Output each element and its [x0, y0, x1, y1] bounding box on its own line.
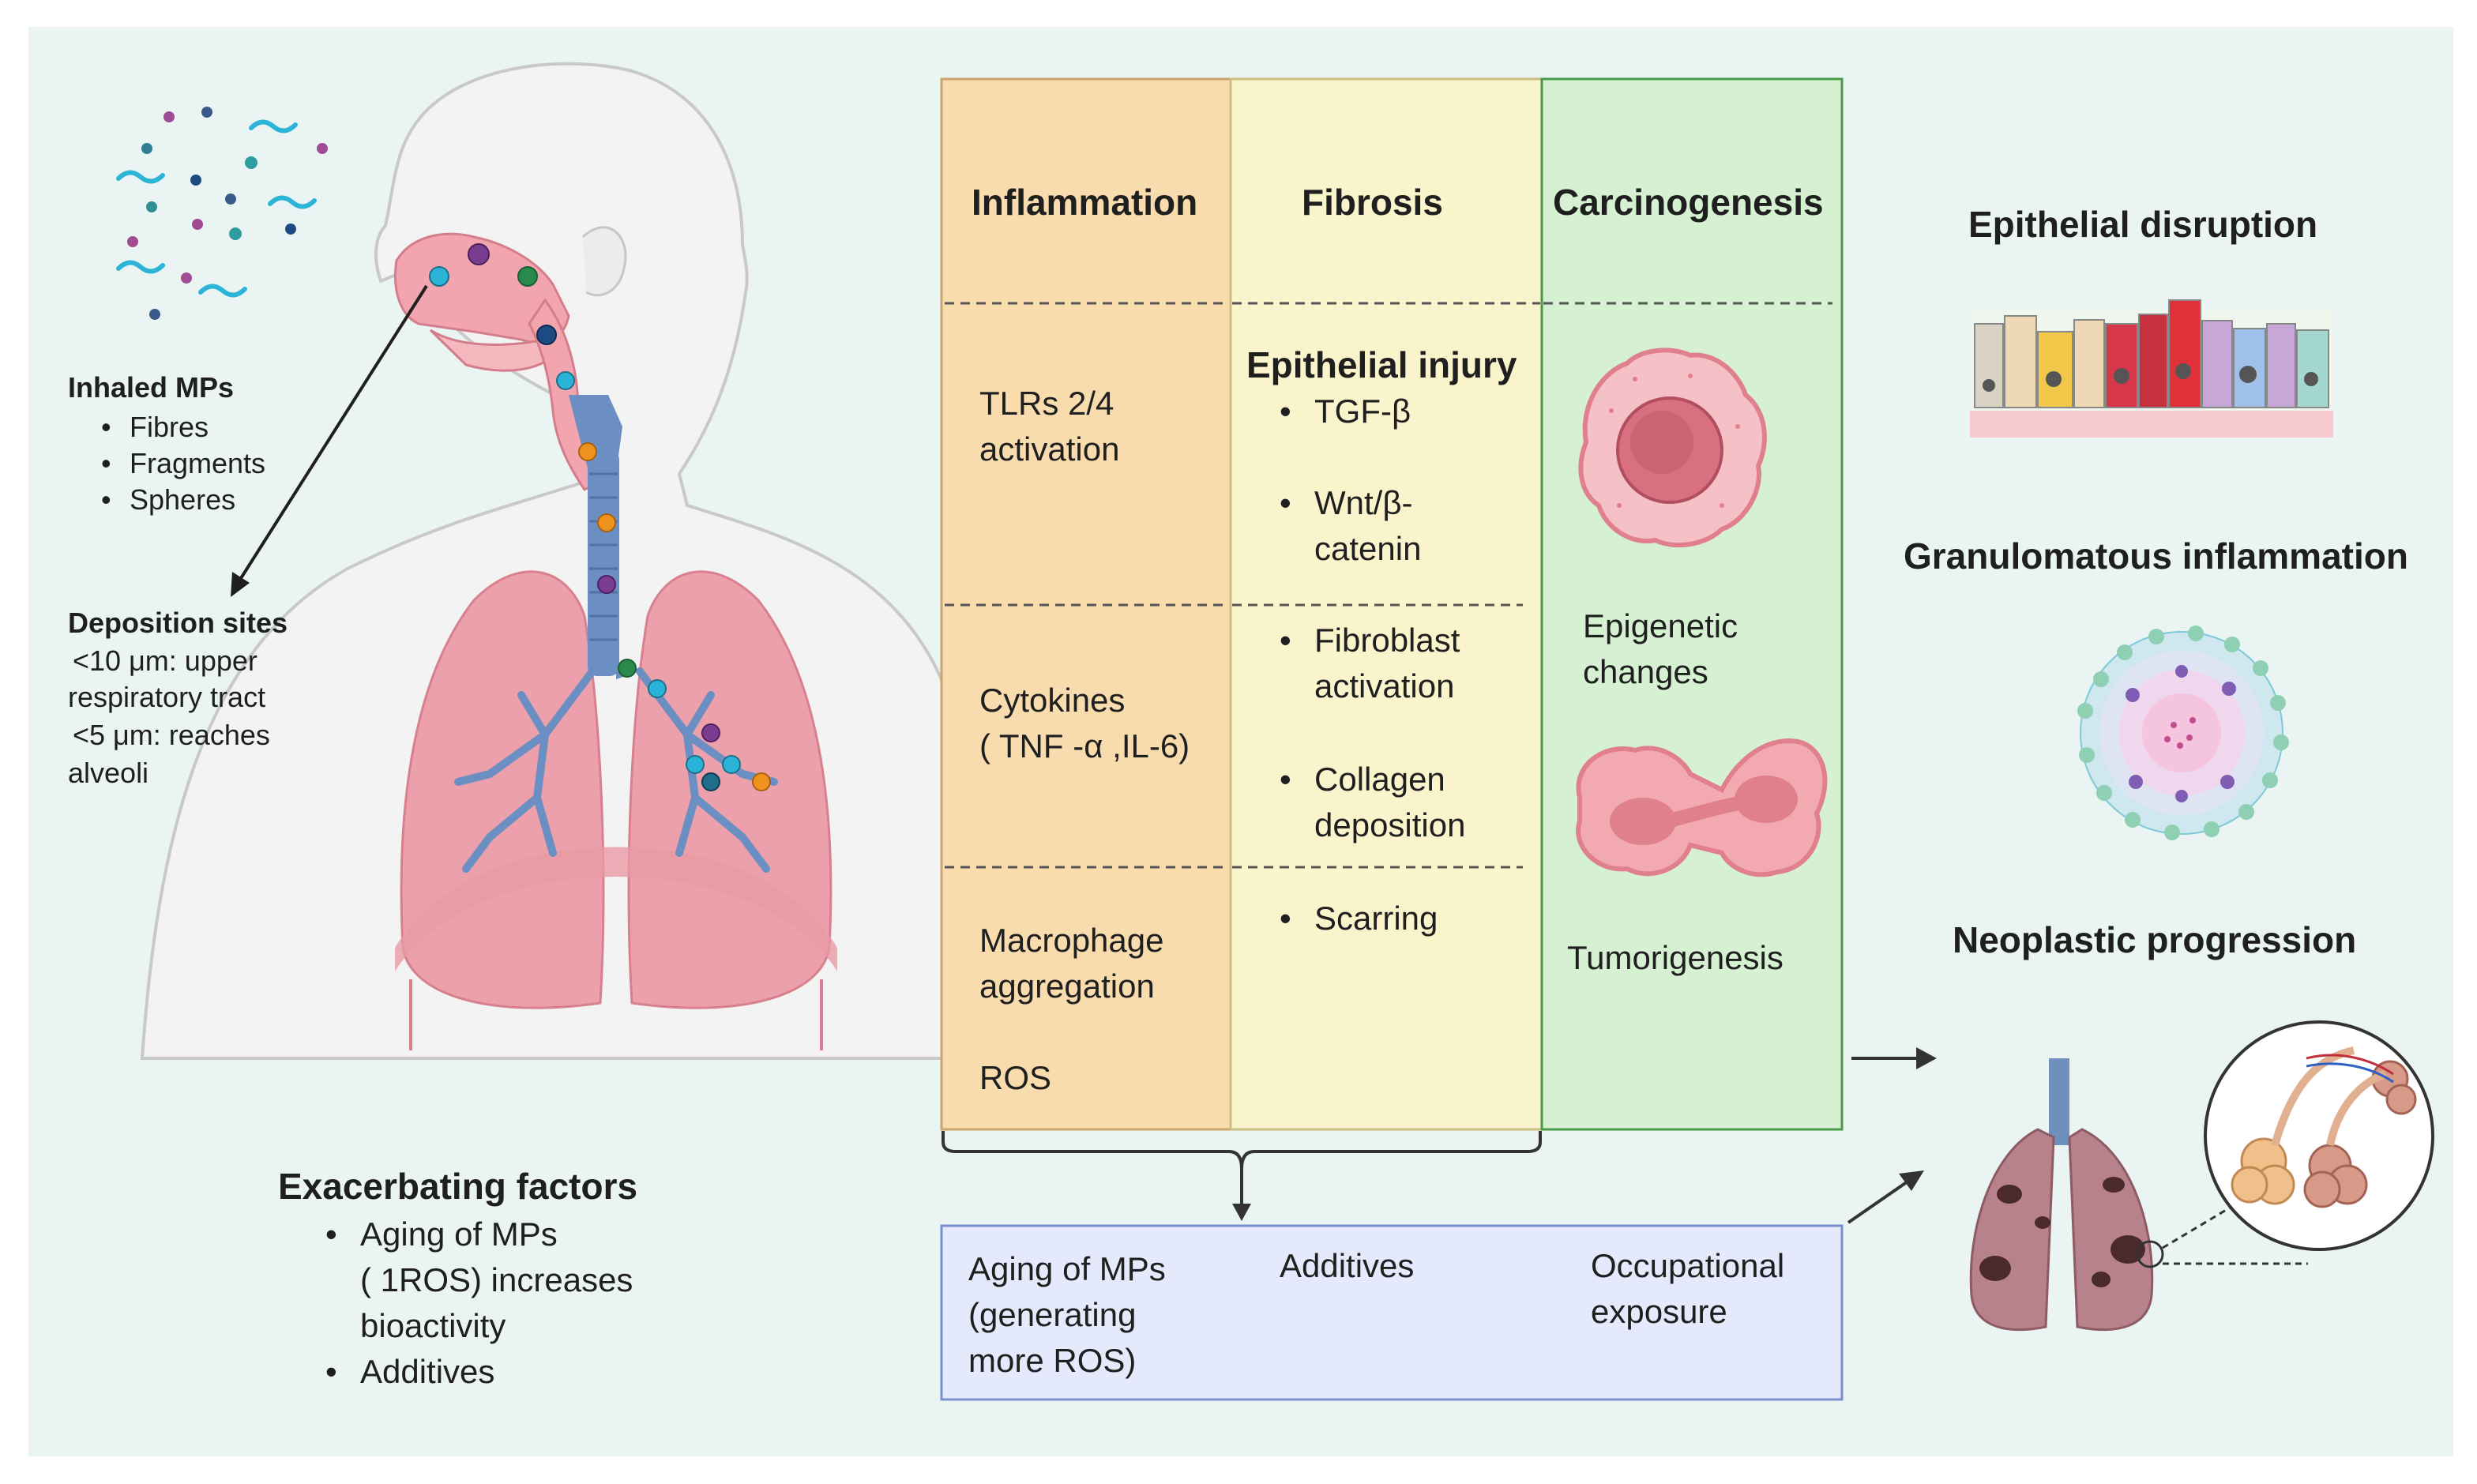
inhaled-mps-title: Inhaled MPs	[68, 371, 235, 404]
dividing-cell-icon	[1576, 738, 1828, 877]
cancer-cell-icon	[1578, 348, 1767, 548]
brace-icon	[942, 1131, 1542, 1170]
deposition-line: <5 μm: reaches	[73, 719, 270, 751]
fibrosis-list-wnt: Wnt/β- catenin	[1264, 480, 1421, 572]
fibrosis-list-top: TGF-β	[1264, 389, 1411, 434]
epithelial-injury-subheader: Epithelial injury	[1246, 344, 1517, 385]
trachea-icon	[569, 395, 640, 679]
carcinogenesis-header: Carcinogenesis	[1553, 182, 1824, 223]
deposition-line: <10 μm: upper	[73, 644, 257, 677]
epithelium-icon	[1970, 299, 2333, 438]
list-item: Fragments	[68, 445, 265, 482]
deposition-line: respiratory tract	[68, 681, 266, 713]
diseased-lungs-icon	[1969, 1020, 2434, 1332]
inflammation-cell-cytokines: Cytokines ( TNF -α ,IL-6)	[979, 682, 1190, 765]
arrow-diagonal-icon	[1899, 1170, 1924, 1191]
inflammation-header: Inflammation	[972, 182, 1198, 223]
epigenetic-changes-label: Epigenetic changes	[1583, 607, 1738, 690]
bottom-additives: Additives	[1280, 1247, 1415, 1284]
granuloma-icon	[2077, 626, 2289, 840]
granulomatous-inflammation-label: Granulomatous inflammation	[1904, 535, 2408, 577]
fibrosis-column-bg	[1229, 77, 1543, 1131]
inflammation-cell-macrophage: Macrophage aggregation	[979, 922, 1164, 1005]
fibrosis-header: Fibrosis	[1302, 182, 1443, 223]
list-item: Wnt/β- catenin	[1264, 480, 1421, 572]
neoplastic-progression-label: Neoplastic progression	[1953, 919, 2357, 960]
list-item: Spheres	[68, 482, 265, 518]
inflammation-cell-tlrs: TLRs 2/4 activation	[979, 385, 1120, 468]
microplastic-particles-icon	[116, 107, 328, 320]
tumorigenesis-label: Tumorigenesis	[1567, 939, 1784, 976]
bottom-aging-mps: Aging of MPs (generating more ROS)	[968, 1250, 1166, 1379]
bottom-box-bg	[940, 1224, 1844, 1401]
carcinogenesis-column-bg	[1540, 77, 1844, 1131]
inhaled-mps-list: Fibres Fragments Spheres	[68, 409, 265, 518]
exacerbating-factors-list: Aging of MPs ( 1ROS) increases bioactivi…	[310, 1212, 633, 1395]
fibrosis-list-collagen: Collagen deposition	[1264, 757, 1465, 848]
list-item: Collagen deposition	[1264, 757, 1465, 848]
airway-particles-icon	[429, 243, 771, 791]
list-item: Additives	[310, 1349, 633, 1395]
deposition-arrow-icon	[231, 284, 428, 597]
exacerbating-factors-title: Exacerbating factors	[278, 1166, 638, 1207]
arrow-right-icon	[1916, 1047, 1937, 1069]
list-item: Aging of MPs ( 1ROS) increases bioactivi…	[310, 1212, 633, 1349]
list-item: Fibroblast activation	[1264, 618, 1460, 709]
list-item: TGF-β	[1264, 389, 1411, 434]
lungs-icon	[395, 570, 837, 1050]
bottom-occupational-exposure: Occupational exposure	[1591, 1247, 1785, 1330]
deposition-sites-title: Deposition sites	[68, 607, 288, 639]
fibrosis-list-scarring: Scarring	[1264, 896, 1438, 941]
list-item: Fibres	[68, 409, 265, 445]
inflammation-cell-ros: ROS	[979, 1059, 1052, 1096]
epithelial-disruption-label: Epithelial disruption	[1968, 204, 2318, 245]
list-item: Scarring	[1264, 896, 1438, 941]
fibrosis-list-fibroblast: Fibroblast activation	[1264, 618, 1460, 709]
deposition-line: alveoli	[68, 757, 149, 789]
